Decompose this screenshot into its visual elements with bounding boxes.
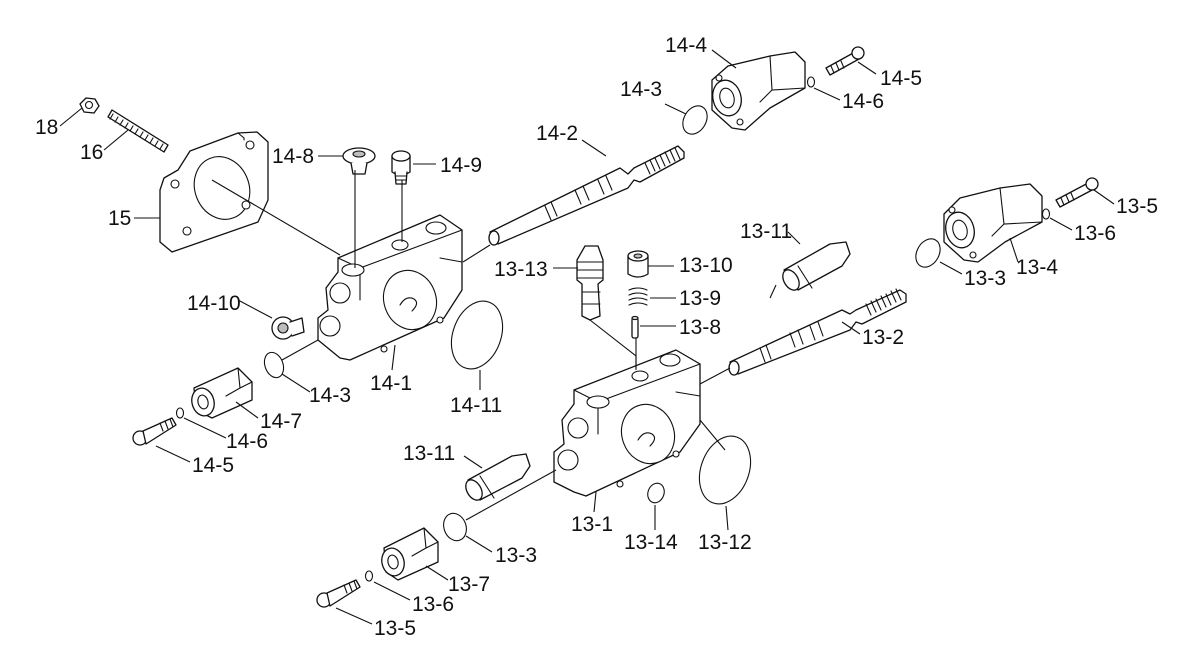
part-13-6-washer-upper xyxy=(1041,208,1051,220)
callout-13-10: 13-10 xyxy=(679,254,733,277)
part-14-5-bolt-lower xyxy=(132,417,177,446)
callout-leaders xyxy=(59,49,1115,625)
callout-14-6-lower: 14-6 xyxy=(226,430,268,453)
part-13-12-o-ring xyxy=(698,435,752,505)
callout-13-8: 13-8 xyxy=(679,316,721,339)
callout-13-2: 13-2 xyxy=(862,326,904,349)
part-14-7-cap xyxy=(191,367,253,419)
part-14-3-o-ring-upper xyxy=(682,105,708,135)
part-13-5-bolt-upper xyxy=(1055,177,1099,208)
callout-14-7: 14-7 xyxy=(260,410,302,433)
part-13-5-bolt-lower xyxy=(316,579,361,608)
callout-14-5-lower: 14-5 xyxy=(192,454,234,477)
callout-14-5-upper: 14-5 xyxy=(880,67,922,90)
part-14-6-washer-upper xyxy=(806,76,816,88)
callout-14-1: 14-1 xyxy=(370,372,412,395)
callout-13-3-lower: 13-3 xyxy=(495,544,537,567)
part-13-6-washer-lower xyxy=(364,570,374,582)
callout-15: 15 xyxy=(108,207,131,230)
callout-14-3-lower: 14-3 xyxy=(309,384,351,407)
callout-13-3-upper: 13-3 xyxy=(964,267,1006,290)
part-14-4-cover xyxy=(711,51,806,131)
part-14-10-plug xyxy=(271,316,305,340)
callout-14-4: 14-4 xyxy=(665,34,707,57)
callout-14-8: 14-8 xyxy=(272,145,314,168)
part-14-2-spool xyxy=(488,145,685,246)
part-18-nut xyxy=(79,97,100,114)
callout-18: 18 xyxy=(35,116,58,139)
part-13-9-spring xyxy=(628,287,648,306)
part-14-8-plug xyxy=(342,147,376,175)
callout-14-9: 14-9 xyxy=(440,154,482,177)
part-14-1-valve-body xyxy=(317,214,463,361)
part-13-3-o-ring-lower xyxy=(443,512,467,542)
callout-13-13: 13-13 xyxy=(494,258,548,281)
callout-14-6-upper: 14-6 xyxy=(842,90,884,113)
callout-13-14: 13-14 xyxy=(624,531,678,554)
callout-13-6-lower: 13-6 xyxy=(412,593,454,616)
part-13-7-cap xyxy=(381,527,439,581)
part-13-11-check-valve-upper xyxy=(782,241,851,291)
part-13-10-plug xyxy=(627,250,649,278)
part-13-3-o-ring-upper xyxy=(915,238,941,268)
callout-13-11-upper: 13-11 xyxy=(740,220,792,243)
part-14-11-o-ring xyxy=(450,300,504,370)
part-14-5-bolt-upper xyxy=(825,46,865,76)
part-13-2-spool xyxy=(728,288,907,376)
callout-labels: 18 16 15 14-8 14-9 14-2 14-4 14-3 14-5 1… xyxy=(35,34,1158,640)
part-16-stud xyxy=(107,109,169,153)
callout-14-11: 14-11 xyxy=(450,394,502,417)
callout-13-7: 13-7 xyxy=(448,573,490,596)
part-14-3-o-ring-lower xyxy=(263,351,285,379)
part-14-6-washer-lower xyxy=(175,407,185,419)
callout-13-6-upper: 13-6 xyxy=(1074,222,1116,245)
part-13-14-o-ring xyxy=(647,482,665,504)
part-13-4-cover xyxy=(943,183,1043,263)
assembly-lines xyxy=(211,170,777,521)
callout-14-2: 14-2 xyxy=(536,122,578,145)
part-13-8-pin xyxy=(631,315,639,339)
part-13-1-valve-body xyxy=(553,349,701,497)
callout-16: 16 xyxy=(80,141,103,164)
callout-13-5-upper: 13-5 xyxy=(1116,195,1158,218)
callout-13-5-lower: 13-5 xyxy=(374,617,416,640)
callout-13-4: 13-4 xyxy=(1016,256,1058,279)
callout-13-9: 13-9 xyxy=(679,287,721,310)
callout-14-3-upper: 14-3 xyxy=(620,78,662,101)
part-15-plate xyxy=(159,131,269,253)
callout-13-11-lower: 13-11 xyxy=(403,442,455,465)
callout-14-10: 14-10 xyxy=(187,292,241,315)
part-14-9-plug xyxy=(391,150,411,185)
part-13-13-relief-valve xyxy=(576,245,604,321)
part-13-11-check-valve-lower xyxy=(465,453,531,501)
callout-13-1: 13-1 xyxy=(571,513,613,536)
callout-13-12: 13-12 xyxy=(698,531,752,554)
